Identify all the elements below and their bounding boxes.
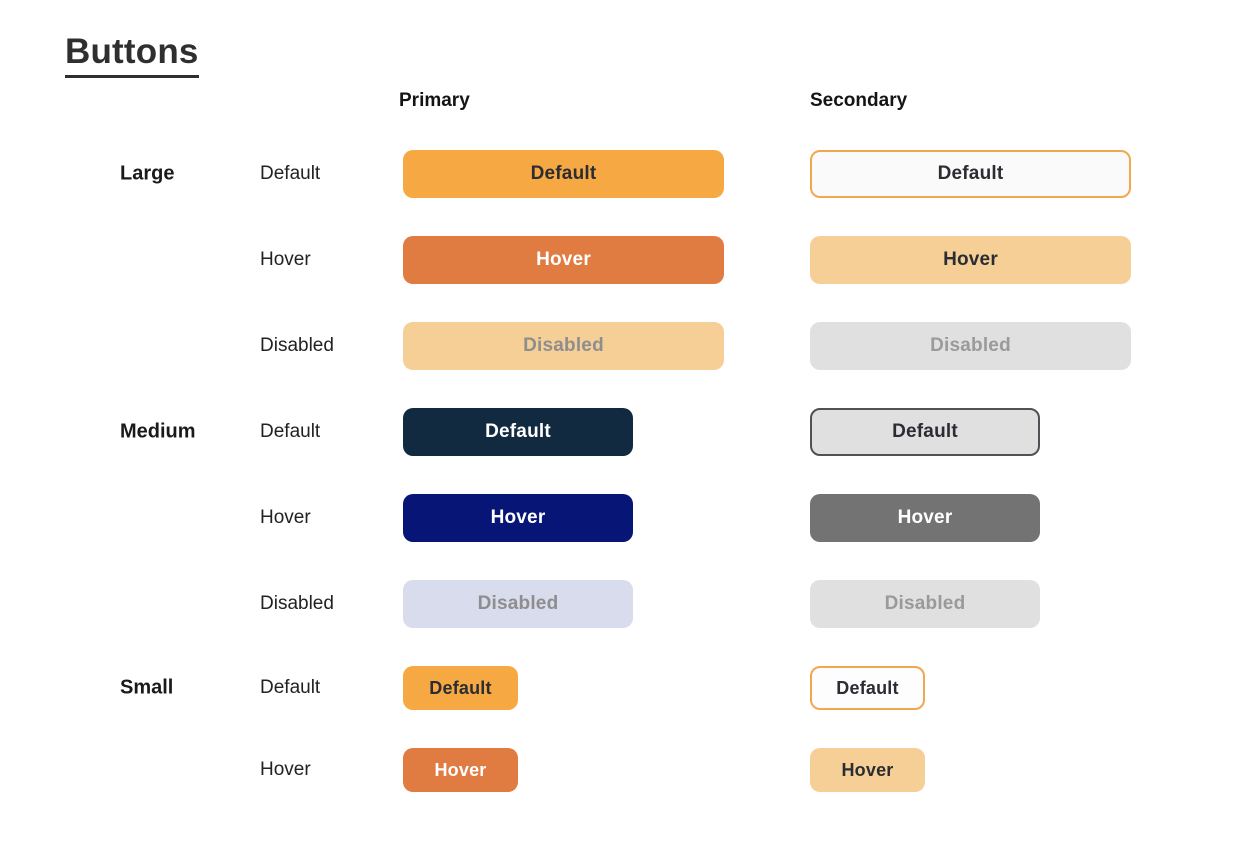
primary-small-hover-button[interactable]: Hover xyxy=(403,748,518,792)
spec-row-medium-hover: Hover Hover Hover xyxy=(0,494,1250,542)
size-label-large: Large xyxy=(120,162,175,185)
state-label-hover: Hover xyxy=(260,759,311,780)
spec-row-large-hover: Hover Hover Hover xyxy=(0,236,1250,284)
primary-medium-disabled-button: Disabled xyxy=(403,580,633,628)
size-label-small: Small xyxy=(120,676,174,699)
secondary-medium-hover-button[interactable]: Hover xyxy=(810,494,1040,542)
state-label-hover: Hover xyxy=(260,507,311,528)
primary-large-disabled-button: Disabled xyxy=(403,322,724,370)
primary-large-hover-button[interactable]: Hover xyxy=(403,236,724,284)
page-title: Buttons xyxy=(65,32,199,78)
secondary-large-hover-button[interactable]: Hover xyxy=(810,236,1131,284)
secondary-small-default-button[interactable]: Default xyxy=(810,666,925,710)
state-label-hover: Hover xyxy=(260,249,311,270)
column-header-secondary: Secondary xyxy=(810,90,908,111)
state-label-disabled: Disabled xyxy=(260,593,334,614)
secondary-large-default-button[interactable]: Default xyxy=(810,150,1131,198)
secondary-small-hover-button[interactable]: Hover xyxy=(810,748,925,792)
primary-small-default-button[interactable]: Default xyxy=(403,666,518,710)
state-label-default: Default xyxy=(260,421,321,442)
spec-row-small-hover: Hover Hover Hover xyxy=(0,748,1250,792)
secondary-medium-disabled-button: Disabled xyxy=(810,580,1040,628)
primary-large-default-button[interactable]: Default xyxy=(403,150,724,198)
state-label-disabled: Disabled xyxy=(260,335,334,356)
spec-row-small-default: Small Default Default Default xyxy=(0,666,1250,710)
secondary-large-disabled-button: Disabled xyxy=(810,322,1131,370)
state-label-default: Default xyxy=(260,677,321,698)
spec-row-large-default: Large Default Default Default xyxy=(0,150,1250,198)
primary-medium-hover-button[interactable]: Hover xyxy=(403,494,633,542)
primary-medium-default-button[interactable]: Default xyxy=(403,408,633,456)
spec-row-medium-default: Medium Default Default Default xyxy=(0,408,1250,456)
secondary-medium-default-button[interactable]: Default xyxy=(810,408,1040,456)
state-label-default: Default xyxy=(260,163,321,184)
spec-row-medium-disabled: Disabled Disabled Disabled xyxy=(0,580,1250,628)
column-header-primary: Primary xyxy=(399,90,470,111)
spec-row-large-disabled: Disabled Disabled Disabled xyxy=(0,322,1250,370)
size-label-medium: Medium xyxy=(120,420,196,443)
